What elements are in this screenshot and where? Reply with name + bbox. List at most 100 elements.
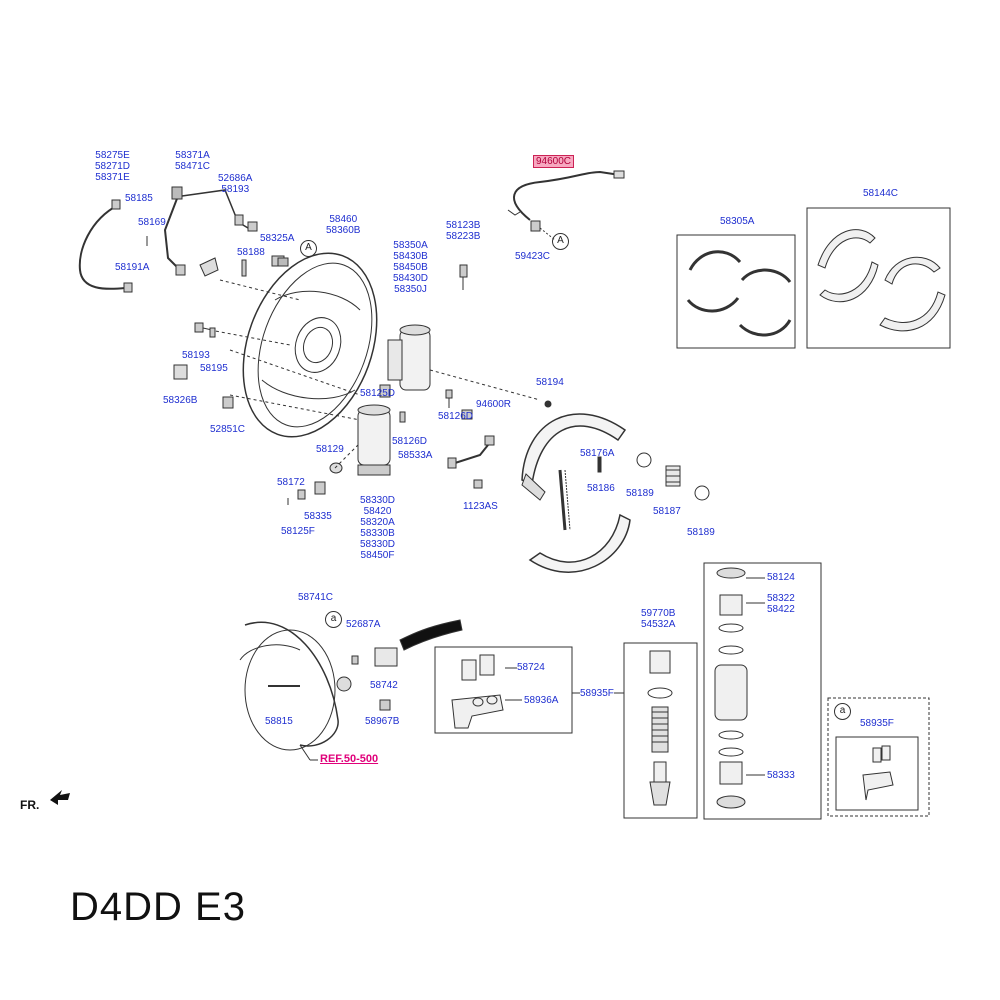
label-59423C[interactable]: 59423C xyxy=(515,251,551,262)
shoe-kit-58305A xyxy=(676,234,796,349)
label-58330D-line5: 58330D xyxy=(360,539,396,550)
reference-link[interactable]: REF.50-500 xyxy=(320,753,379,765)
wheel-cylinder-lower xyxy=(287,384,406,505)
label-58350A[interactable]: 58350A 58430B 58450B 58430D 58350J xyxy=(393,240,428,295)
label-58936A[interactable]: 58936A xyxy=(524,695,559,706)
label-58350A-line1: 58350A xyxy=(393,240,428,251)
label-58742[interactable]: 58742 xyxy=(370,680,398,691)
label-59770B-line1: 59770B xyxy=(641,608,676,619)
front-arrow xyxy=(50,790,70,805)
label-58330D-line1: 58330D xyxy=(360,495,396,506)
label-58460[interactable]: 58460 58360B xyxy=(326,214,360,236)
label-58460-line1: 58460 xyxy=(329,214,358,225)
callout-a-upper[interactable]: A xyxy=(300,240,317,257)
label-58126D[interactable]: 58126D xyxy=(392,436,428,447)
label-52687A[interactable]: 52687A xyxy=(346,619,381,630)
brake-shoes-assembly xyxy=(521,413,710,573)
label-58330D[interactable]: 58330D 58420 58320A 58330B 58330D 58450F xyxy=(360,495,395,561)
label-58189-left[interactable]: 58189 xyxy=(626,488,654,499)
label-58176A[interactable]: 58176A xyxy=(580,448,615,459)
label-58275E-line1: 58275E xyxy=(95,150,130,161)
bushing-kit-box xyxy=(434,646,573,734)
label-58169[interactable]: 58169 xyxy=(138,217,166,228)
label-58371A[interactable]: 58371A 58471C xyxy=(175,150,210,172)
label-58126D-right[interactable]: 58126D xyxy=(438,411,474,422)
label-58330D-line4: 58330B xyxy=(360,528,395,539)
callout-a-sensor[interactable]: A xyxy=(552,233,569,250)
callout-small-a-lower[interactable]: a xyxy=(325,611,342,628)
label-58533A[interactable]: 58533A xyxy=(398,450,433,461)
label-58741C[interactable]: 58741C xyxy=(298,592,334,603)
label-58124[interactable]: 58124 xyxy=(767,572,795,583)
brake-hose-left xyxy=(78,186,285,293)
parking-brake-bracket xyxy=(239,619,463,761)
label-58815[interactable]: 58815 xyxy=(265,716,293,727)
label-58123B[interactable]: 58123B 58223B xyxy=(446,220,480,242)
label-58125F[interactable]: 58125F xyxy=(281,526,315,537)
label-58322[interactable]: 58322 58422 xyxy=(767,593,795,615)
label-58935F[interactable]: 58935F xyxy=(580,688,614,699)
label-58350A-line5: 58350J xyxy=(394,284,427,295)
cylinder-kit-box xyxy=(703,562,822,820)
label-58350A-line4: 58430D xyxy=(393,273,429,284)
label-58322-line2: 58422 xyxy=(767,604,795,615)
label-58188[interactable]: 58188 xyxy=(237,247,265,258)
label-58193-lower[interactable]: 58193 xyxy=(182,350,210,361)
label-58326B[interactable]: 58326B xyxy=(163,395,198,406)
label-58275E[interactable]: 58275E 58271D 58371E xyxy=(95,150,130,183)
label-58123B-line2: 58223B xyxy=(446,231,481,242)
label-58322-line1: 58322 xyxy=(767,593,795,604)
label-58195[interactable]: 58195 xyxy=(200,363,228,374)
label-58371A-line2: 58471C xyxy=(175,161,211,172)
label-58194[interactable]: 58194 xyxy=(536,377,564,388)
label-58350A-line3: 58450B xyxy=(393,262,428,273)
kit-a-box xyxy=(827,697,930,817)
label-58371A-line1: 58371A xyxy=(175,150,210,161)
label-58275E-line3: 58371E xyxy=(95,172,130,183)
label-58129[interactable]: 58129 xyxy=(316,444,344,455)
backing-plate xyxy=(209,252,378,438)
label-1123AS[interactable]: 1123AS xyxy=(463,501,498,512)
front-label: FR. xyxy=(20,798,40,812)
label-58967B[interactable]: 58967B xyxy=(365,716,400,727)
label-58144C[interactable]: 58144C xyxy=(863,188,899,199)
label-52686A-line1: 52686A xyxy=(218,173,253,184)
label-58325A[interactable]: 58325A xyxy=(260,233,295,244)
label-58123B-line1: 58123B xyxy=(446,220,481,231)
callout-small-a-box[interactable]: a xyxy=(834,703,851,720)
label-58189-right[interactable]: 58189 xyxy=(687,527,715,538)
label-52686A-line2: 58193 xyxy=(221,184,250,195)
label-58724[interactable]: 58724 xyxy=(517,662,545,673)
label-58125D[interactable]: 58125D xyxy=(360,388,396,399)
label-52686A[interactable]: 52686A 58193 xyxy=(218,173,252,195)
label-58330D-line2: 58420 xyxy=(363,506,392,517)
adjuster-kit-box xyxy=(623,642,698,819)
label-58172[interactable]: 58172 xyxy=(277,477,305,488)
label-58191A[interactable]: 58191A xyxy=(115,262,150,273)
wheel-speed-sensor-rear xyxy=(447,435,495,489)
label-58330D-line6: 58450F xyxy=(360,550,395,561)
label-58187[interactable]: 58187 xyxy=(653,506,681,517)
wheel-speed-sensor-wire xyxy=(507,170,625,241)
label-58335[interactable]: 58335 xyxy=(304,511,332,522)
lining-kit-58144C xyxy=(806,207,951,349)
label-58350A-line2: 58430B xyxy=(393,251,428,262)
wheel-cylinder-upper xyxy=(387,264,541,401)
label-59770B-line2: 54532A xyxy=(641,619,676,630)
label-58185[interactable]: 58185 xyxy=(125,193,153,204)
label-52851C[interactable]: 52851C xyxy=(210,424,246,435)
label-58305A[interactable]: 58305A xyxy=(720,216,755,227)
label-58460-line2: 58360B xyxy=(326,225,361,236)
label-58330D-line3: 58320A xyxy=(360,517,395,528)
label-58935F-kit[interactable]: 58935F xyxy=(860,718,894,729)
label-59770B[interactable]: 59770B 54532A xyxy=(641,608,675,630)
label-94600R[interactable]: 94600R xyxy=(476,399,512,410)
small-fasteners xyxy=(173,257,552,420)
label-58275E-line2: 58271D xyxy=(95,161,131,172)
label-94600C[interactable]: 94600C xyxy=(533,155,575,168)
model-code: D4DD E3 xyxy=(70,885,246,929)
label-58186[interactable]: 58186 xyxy=(587,483,615,494)
label-58333[interactable]: 58333 xyxy=(767,770,795,781)
